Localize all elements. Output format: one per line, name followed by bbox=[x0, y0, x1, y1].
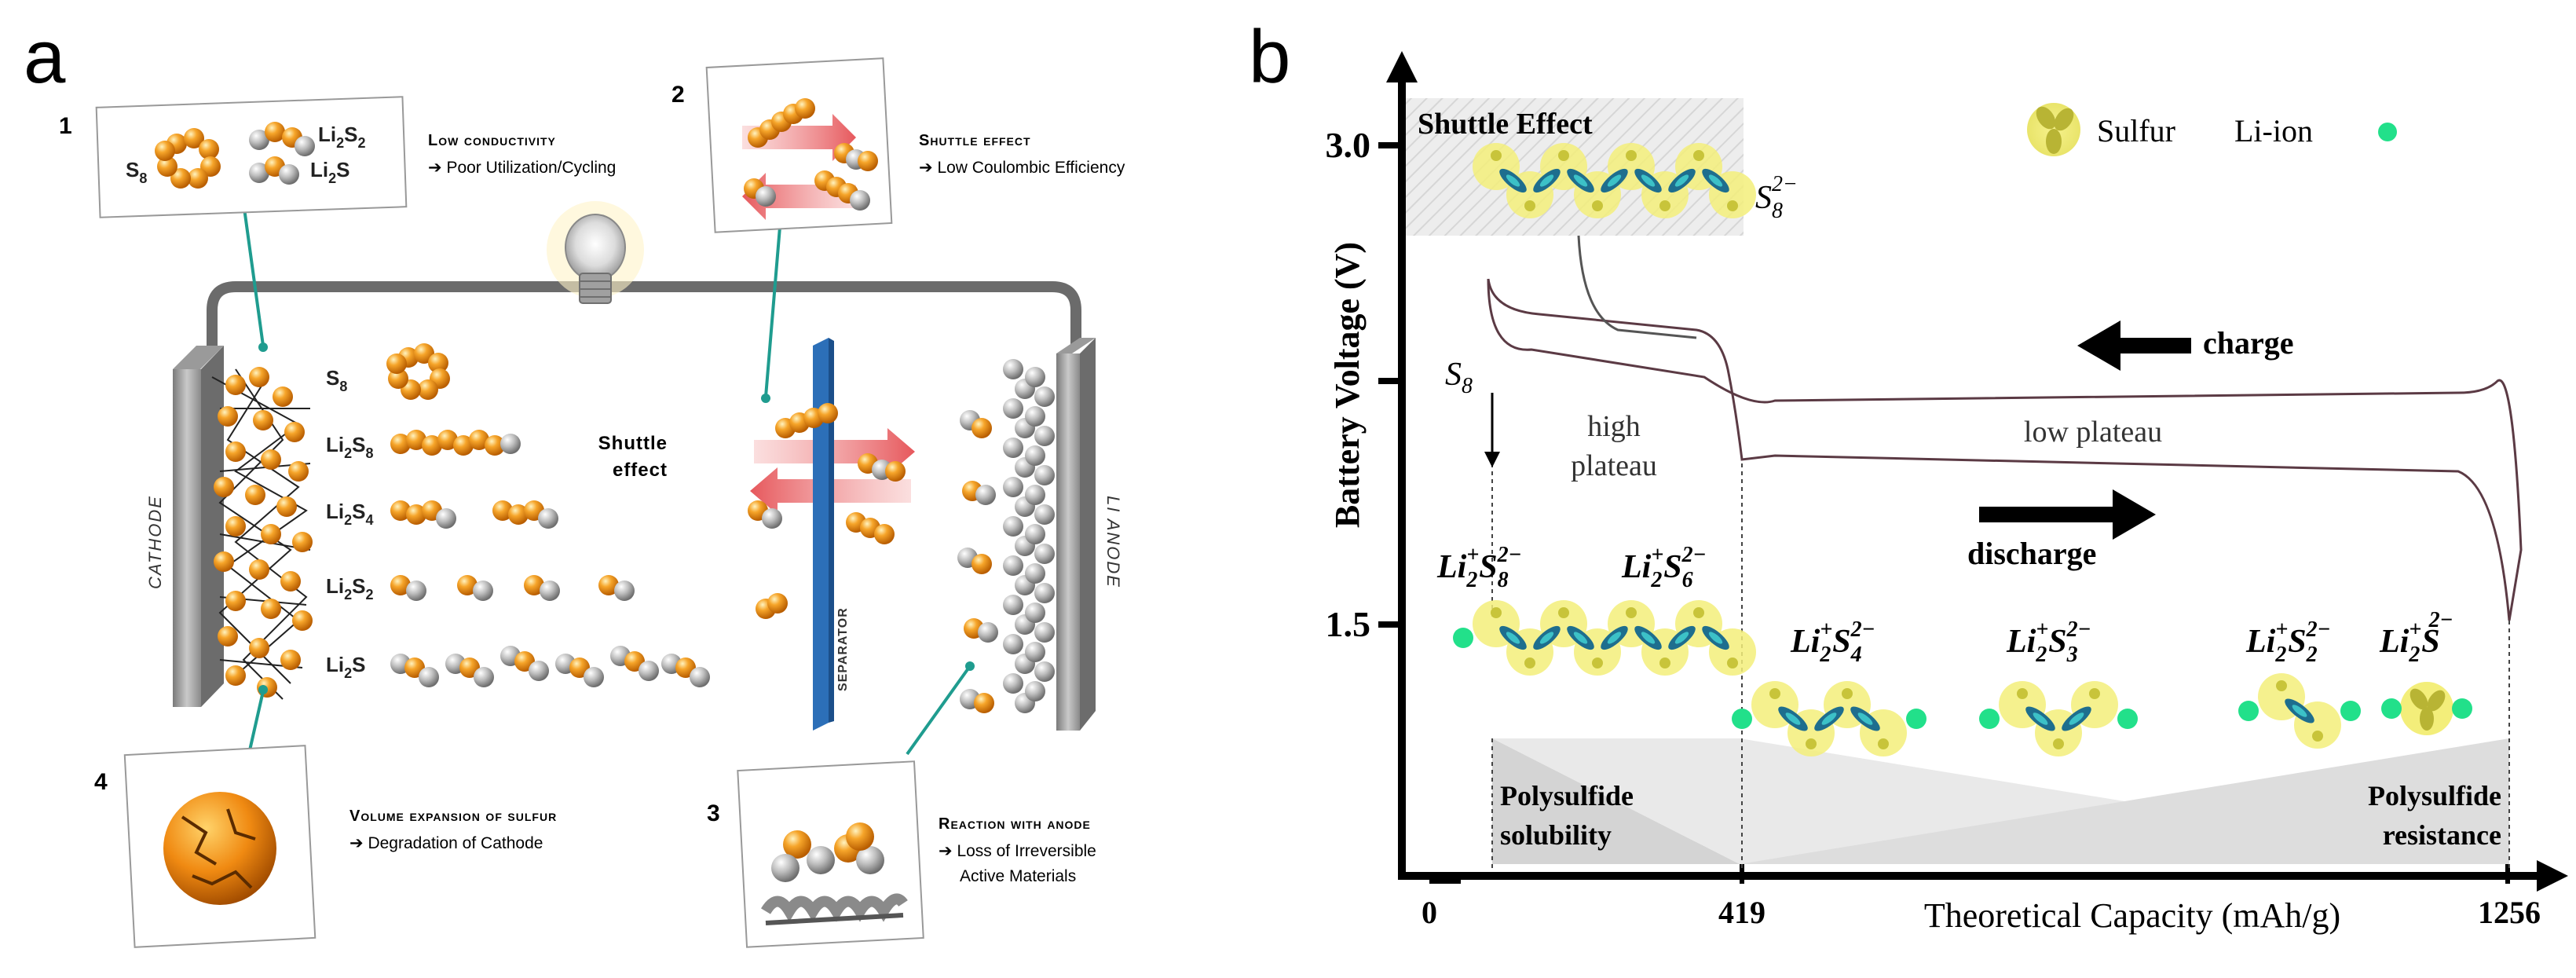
species-labels: Li2+S82− Li2+S62− Li2+S42− Li2+S32− Li2+… bbox=[1436, 543, 2453, 667]
panel-a: a CATHODE bbox=[24, 15, 1125, 948]
separator bbox=[813, 338, 829, 731]
callout-1: 1 S8 Li2S2 Li2S Low conductivity ➔ Poor … bbox=[59, 96, 616, 218]
callout-1-head: Low conductivity bbox=[428, 132, 556, 149]
callout-4-sub: ➔ Degradation of Cathode bbox=[349, 834, 543, 852]
box1-li2s2: Li2S2 bbox=[318, 123, 365, 151]
species-label-s3: Li2+S32− bbox=[2006, 617, 2091, 667]
li2s2-molecules bbox=[390, 575, 635, 601]
charge-arrow bbox=[2077, 321, 2191, 371]
cracked-sulfur-particle bbox=[163, 792, 276, 905]
shuttle-effect-title: Shuttle Effect bbox=[1418, 108, 1593, 141]
callout-3-sub2: Active Materials bbox=[960, 867, 1076, 885]
discharge-label: discharge bbox=[1967, 536, 2096, 571]
callout-3-head: Reaction with anode bbox=[939, 815, 1091, 833]
s4-chain-li-right bbox=[1906, 709, 1927, 729]
species-label-s6: Li2+S62− bbox=[1621, 543, 1707, 592]
light-bulb-icon bbox=[547, 201, 644, 304]
species-list: S8 Li2S8 Li2S4 Li2S2 Li2S bbox=[326, 343, 710, 687]
li2s8-chain bbox=[390, 430, 521, 456]
li2s-molecules bbox=[390, 646, 710, 687]
panel-b: b Shuttle Effect 3.0 1.5 Battery Voltage… bbox=[1249, 15, 2568, 935]
li-ion-icon bbox=[2378, 123, 2397, 141]
s8-label: S8 bbox=[1445, 357, 1473, 398]
shuttle-label-2: effect bbox=[613, 460, 668, 481]
cathode-plate: CATHODE bbox=[145, 346, 224, 707]
callout-2-head: Shuttle effect bbox=[919, 132, 1031, 149]
discharge-arrow bbox=[1979, 489, 2156, 540]
high-plateau-label-1: high bbox=[1587, 410, 1641, 443]
species-label-s4: Li2+S42− bbox=[1790, 617, 1875, 667]
charge-curve bbox=[1487, 278, 2523, 621]
s4-chain-li-left bbox=[1732, 709, 1752, 729]
s8-ring bbox=[386, 343, 450, 400]
shuttle-region: Shuttle effect SEPARATOR bbox=[598, 160, 915, 731]
y-axis-label: Battery Voltage (V) bbox=[1328, 242, 1367, 528]
y-tick-3-0: 3.0 bbox=[1326, 125, 1371, 165]
legend: Sulfur Li-ion bbox=[2027, 103, 2397, 156]
s-single-li-right bbox=[2452, 698, 2472, 719]
circuit-wire bbox=[207, 281, 1081, 346]
callout-2-sub: ➔ Low Coulombic Efficiency bbox=[919, 159, 1125, 177]
solubility-label-2: solubility bbox=[1500, 819, 1612, 851]
box1-li2s: Li2S bbox=[310, 158, 349, 186]
x-tick-419: 419 bbox=[1718, 895, 1766, 930]
callout-4: 4 Volume expansion of sulfur ➔ Degradati… bbox=[94, 745, 557, 948]
connector-1 bbox=[242, 202, 265, 346]
anode-deposits bbox=[957, 410, 998, 713]
s3-chain-li-left bbox=[1979, 709, 2000, 729]
li-anode: LI ANODE bbox=[906, 338, 1123, 756]
x-tick-0: 0 bbox=[1422, 895, 1437, 930]
charge-label: charge bbox=[2203, 325, 2294, 361]
callout-2-number: 2 bbox=[671, 82, 685, 108]
cathode-label: CATHODE bbox=[145, 495, 165, 589]
li2s4-molecules bbox=[390, 500, 558, 529]
polysulfide-chains bbox=[1453, 143, 2472, 756]
s8-chain-li-left bbox=[1453, 628, 1473, 648]
s2-chain-li-left bbox=[2238, 701, 2259, 721]
anode-label: LI ANODE bbox=[1103, 496, 1123, 588]
callout-1-number: 1 bbox=[59, 113, 72, 139]
panel-a-letter: a bbox=[24, 15, 66, 99]
species-s8: S8 bbox=[326, 366, 347, 394]
shuttle-label-1: Shuttle bbox=[598, 433, 668, 454]
panel-b-letter: b bbox=[1249, 15, 1290, 99]
box1-s8: S8 bbox=[126, 158, 147, 186]
species-label-s2: Li2+S22− bbox=[2245, 617, 2331, 667]
s3-chain-li-right bbox=[2117, 709, 2138, 729]
discharge-curve bbox=[1487, 278, 2511, 621]
separator-label: SEPARATOR bbox=[836, 607, 850, 691]
solubility-label-1: Polysulfide bbox=[1500, 780, 1634, 811]
x-axis-label: Theoretical Capacity (mAh/g) bbox=[1924, 896, 2340, 935]
species-label-s8: Li2+S82− bbox=[1436, 543, 1522, 592]
cathode-sulfur-mesh bbox=[211, 367, 313, 700]
callout-3-number: 3 bbox=[707, 800, 720, 826]
callout-1-sub: ➔ Poor Utilization/Cycling bbox=[428, 159, 616, 177]
species-li2s8: Li2S8 bbox=[326, 433, 373, 461]
callout-4-number: 4 bbox=[94, 769, 108, 795]
resistance-label-1: Polysulfide bbox=[2368, 780, 2501, 811]
callout-3: 3 Reaction with anode ➔ Loss of Irrevers… bbox=[707, 760, 1096, 948]
x-tick-1256: 1256 bbox=[2478, 895, 2541, 930]
resistance-label-2: resistance bbox=[2383, 819, 2501, 851]
resistance-wedge bbox=[1740, 738, 2509, 864]
s2-chain-li-right bbox=[2340, 701, 2361, 721]
s8-2minus-label: S82− bbox=[1755, 172, 1798, 223]
legend-sulfur: Sulfur bbox=[2097, 113, 2175, 148]
callout-3-sub1: ➔ Loss of Irreversible bbox=[939, 842, 1096, 860]
shuttle-curve bbox=[1577, 235, 1697, 339]
callout-4-head: Volume expansion of sulfur bbox=[349, 808, 557, 825]
species-li2s2: Li2S2 bbox=[326, 574, 373, 603]
legend-li-ion: Li-ion bbox=[2234, 113, 2313, 148]
species-label-s: Li2+S2− bbox=[2379, 608, 2453, 667]
high-plateau-label-2: plateau bbox=[1571, 449, 1657, 482]
callout-2: 2 Shuttle effect ➔ Low Coulombic Efficie… bbox=[671, 57, 1125, 233]
connector-4 bbox=[248, 690, 265, 751]
species-li2s4: Li2S4 bbox=[326, 500, 373, 528]
s-single-li-left bbox=[2381, 698, 2402, 719]
low-plateau-label: low plateau bbox=[2024, 416, 2162, 449]
species-li2s: Li2S bbox=[326, 653, 365, 681]
y-tick-1-5: 1.5 bbox=[1326, 604, 1371, 644]
